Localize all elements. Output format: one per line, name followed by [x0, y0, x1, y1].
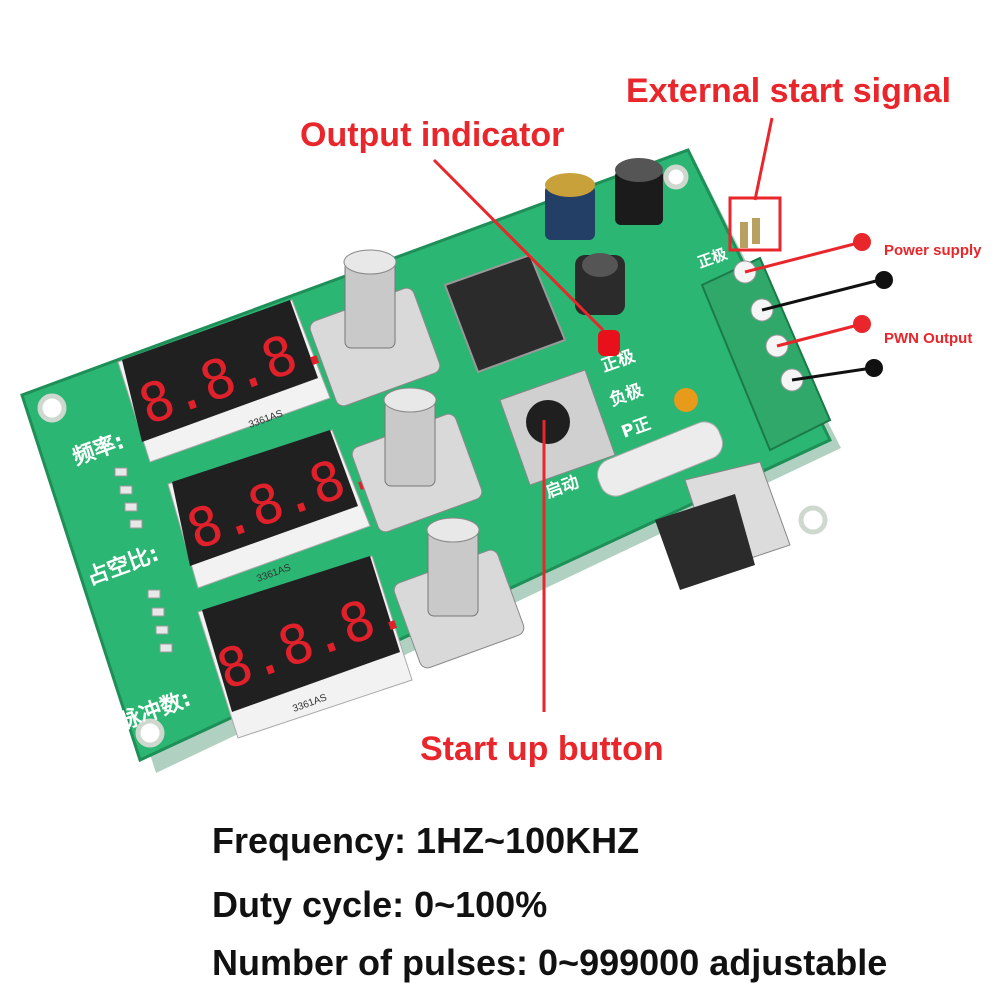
- pulses-encoder: [393, 517, 525, 669]
- pwn-output-label: PWN Output: [884, 330, 973, 347]
- callout-lines-black: [761, 278, 881, 382]
- external-start-signal-label: External start signal: [626, 72, 952, 110]
- spec-frequency: Frequency: 1HZ~100KHZ: [212, 820, 640, 861]
- power-resistor: [596, 421, 724, 497]
- output-indicator-label: Output indicator: [300, 116, 565, 154]
- mosfet: [655, 461, 791, 590]
- callout-dots: [853, 233, 893, 377]
- spec-duty-cycle: Duty cycle: 0~100%: [212, 884, 548, 925]
- start-up-button: [499, 369, 616, 486]
- mounting-holes: [37, 164, 828, 748]
- inductor: [575, 253, 625, 315]
- smd-leds: [114, 467, 173, 653]
- pulses-display: 8.8.8. 3361AS: [197, 555, 414, 739]
- ceramic-capacitor: [674, 388, 698, 412]
- terminal-block: [700, 256, 832, 452]
- spec-pulses: Number of pulses: 0~999000 adjustable: [212, 942, 888, 983]
- header-pins: [740, 218, 760, 248]
- callout-lines: [432, 117, 863, 712]
- power-supply-label: Power supply: [884, 242, 982, 259]
- duty-encoder: [351, 387, 483, 533]
- microcontroller-chip: [443, 253, 567, 374]
- start-up-button-label: Start up button: [420, 730, 664, 768]
- frequency-encoder: [309, 249, 441, 407]
- output-indicator-led: [598, 330, 620, 356]
- capacitors: [545, 158, 663, 240]
